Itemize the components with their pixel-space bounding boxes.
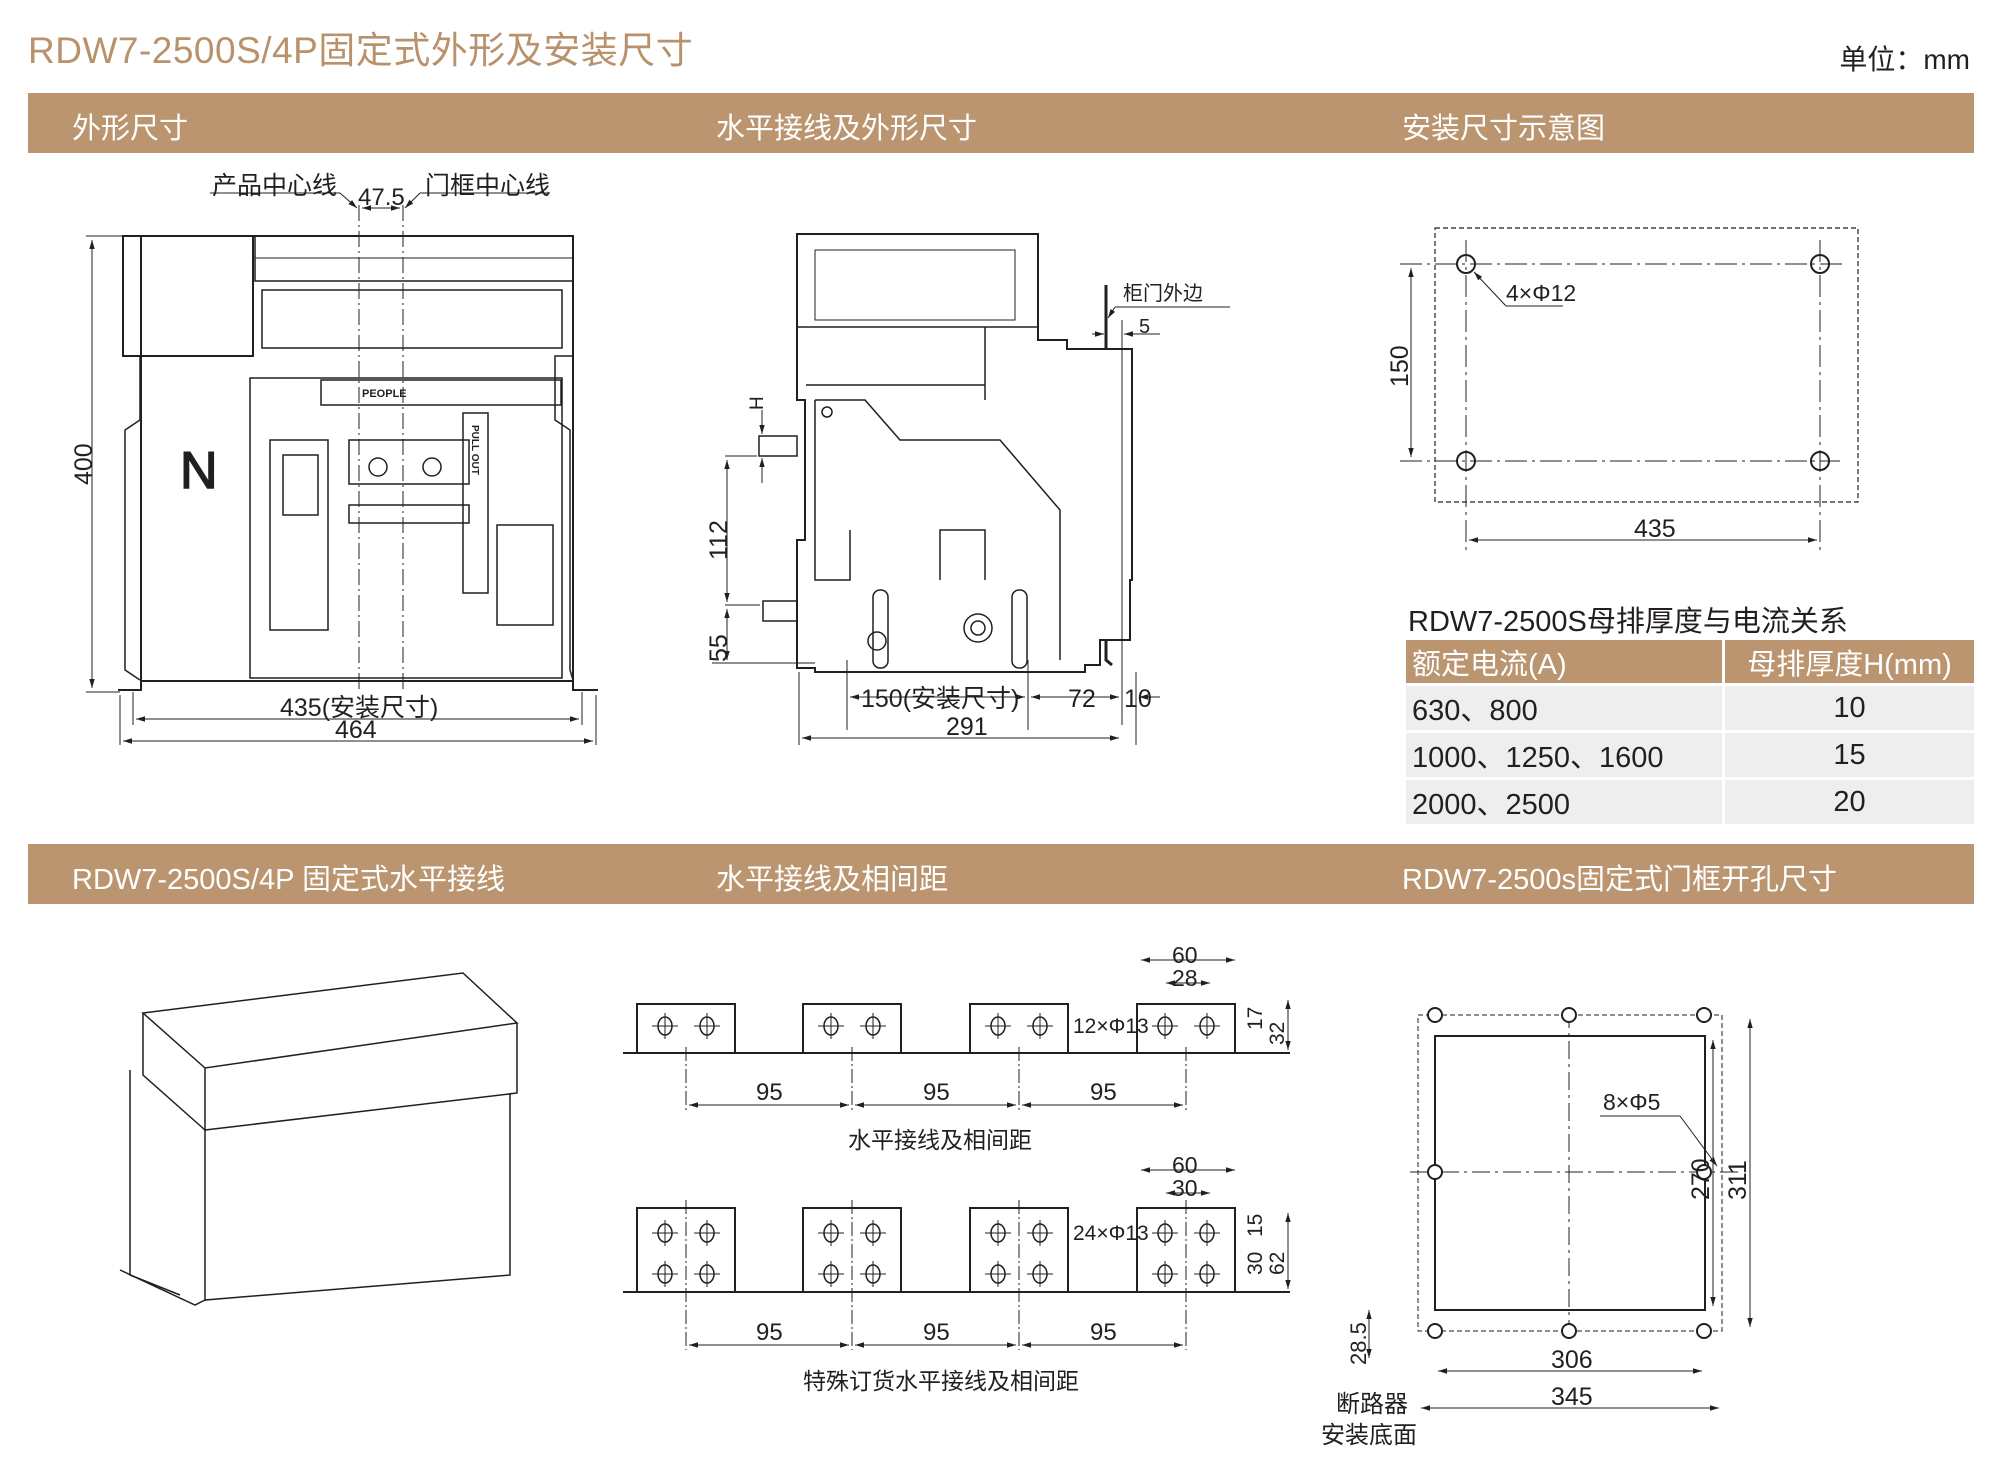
table-cell: 10 <box>1725 686 1974 730</box>
mount-hole <box>1810 451 1830 471</box>
cutout-base-label-2: 安装底面 <box>1321 1422 1417 1449</box>
table-cell: 15 <box>1725 733 1974 777</box>
cutout-hole <box>1427 1323 1443 1339</box>
busbar-table-caption: RDW7-2500S母排厚度与电流关系 <box>1408 606 1848 638</box>
table-header-row: 额定电流(A) 母排厚度H(mm) <box>1406 640 1974 683</box>
table-cell: 20 <box>1725 780 1974 824</box>
pitch-dim: 95 <box>756 1079 783 1106</box>
section-title-outline: 外形尺寸 <box>72 113 189 145</box>
phase-spacing-standard <box>623 957 1291 1110</box>
standard-width-dim: 60 <box>1172 942 1198 968</box>
mounting-drawing <box>1400 227 1859 550</box>
standard-holes-label: 12×Φ13 <box>1073 1015 1149 1038</box>
busbar-bottom-dim: 55 <box>705 634 733 662</box>
cutout-base-label-1: 断路器 <box>1336 1391 1408 1418</box>
table-row: 1000、1250、1600 15 <box>1406 733 1974 777</box>
cutout-inner-height-dim: 270 <box>1687 1158 1715 1200</box>
pitch-dim: 95 <box>923 1079 950 1106</box>
table-row: 630、800 10 <box>1406 686 1974 730</box>
cutout-hole <box>1696 1323 1712 1339</box>
section-bar-top: 外形尺寸 水平接线及外形尺寸 安装尺寸示意图 <box>28 93 1974 153</box>
handle-label: PULL OUT <box>469 425 480 475</box>
page-title: RDW7-2500S/4P固定式外形及安装尺寸 <box>28 30 694 71</box>
mount-holes-label: 4×Φ12 <box>1506 280 1576 306</box>
pole-label: N <box>180 442 218 500</box>
panel-offset-dim: 10 <box>1124 685 1152 713</box>
section-title-horizontal-wiring: RDW7-2500S/4P 固定式水平接线 <box>72 864 505 896</box>
phase-spacing-special <box>623 1167 1291 1350</box>
side-view-drawing <box>712 233 1230 745</box>
table-cell: 630、800 <box>1406 686 1722 730</box>
side-vents <box>814 249 1016 321</box>
section-bar-bottom: RDW7-2500S/4P 固定式水平接线 水平接线及相间距 RDW7-2500… <box>28 844 1974 904</box>
section-title-phase-spacing: 水平接线及相间距 <box>716 864 949 896</box>
isometric-breaker-drawing <box>119 972 519 1306</box>
special-width-dim: 60 <box>1172 1152 1198 1178</box>
standard-hole-spacing-dim: 28 <box>1172 965 1198 991</box>
offset-dim: 47.5 <box>358 184 405 211</box>
pitch-dim: 95 <box>923 1319 950 1346</box>
busbar <box>1136 1003 1236 1054</box>
mount-hole <box>1810 254 1830 274</box>
section-title-mounting: 安装尺寸示意图 <box>1402 113 1606 145</box>
door-cutout-drawing <box>1366 1007 1753 1411</box>
door-gap-dim: 5 <box>1139 316 1150 338</box>
mount-hole <box>1456 254 1476 274</box>
standard-hole-offset-dim: 17 <box>1244 1007 1267 1030</box>
pitch-dim: 95 <box>1090 1079 1117 1106</box>
special-caption: 特殊订货水平接线及相间距 <box>803 1368 1079 1394</box>
height-dim: 400 <box>70 443 98 485</box>
front-depth-dim: 72 <box>1068 685 1096 713</box>
table-header: 母排厚度H(mm) <box>1725 640 1974 683</box>
cutout-outer-width-dim: 345 <box>1551 1383 1593 1411</box>
standard-height-dim: 32 <box>1266 1022 1289 1045</box>
special-hole-offset-dim: 15 <box>1244 1214 1267 1237</box>
cutout-hole <box>1427 1164 1443 1180</box>
front-view-drawing: PEOPLE PULL OUT N <box>86 192 598 745</box>
busbar <box>636 1003 736 1054</box>
overall-depth-dim: 291 <box>946 713 988 741</box>
table-cell: 2000、2500 <box>1406 780 1722 824</box>
busbar-table: 额定电流(A) 母排厚度H(mm) 630、800 10 1000、1250、1… <box>1403 637 1977 827</box>
mount-vertical-dim: 150 <box>1386 345 1414 387</box>
pitch-dim: 95 <box>756 1319 783 1346</box>
special-hole-vspacing-dim: 30 <box>1244 1252 1267 1275</box>
overall-width-dim: 464 <box>335 716 377 744</box>
table-row: 2000、2500 20 <box>1406 780 1974 824</box>
busbar <box>969 1003 1069 1054</box>
unit-label: 单位：mm <box>1839 44 1970 75</box>
special-holes-label: 24×Φ13 <box>1073 1222 1149 1245</box>
special-hole-spacing-dim: 30 <box>1172 1175 1198 1201</box>
door-edge-label: 柜门外边 <box>1123 282 1203 305</box>
section-title-door-cutout: RDW7-2500s固定式门框开孔尺寸 <box>1402 864 1838 896</box>
install-depth-dim: 150(安装尺寸) <box>861 685 1019 713</box>
pitch-dim: 95 <box>1090 1319 1117 1346</box>
table-cell: 1000、1250、1600 <box>1406 733 1722 777</box>
cutout-hole <box>1696 1007 1712 1023</box>
brand-label: PEOPLE <box>362 388 407 400</box>
busbar <box>802 1003 902 1054</box>
section-title-side-wiring: 水平接线及外形尺寸 <box>716 113 978 145</box>
cutout-hole <box>1427 1007 1443 1023</box>
cutout-inner-width-dim: 306 <box>1551 1346 1593 1374</box>
cutout-hole <box>1561 1007 1577 1023</box>
busbar-thickness-dim: H <box>747 396 768 410</box>
cutout-outer-height-dim: 311 <box>1724 1160 1752 1200</box>
special-height-dim: 62 <box>1266 1252 1289 1275</box>
cutout-base-offset-dim: 28.5 <box>1346 1322 1371 1365</box>
mount-horizontal-dim: 435 <box>1634 515 1676 543</box>
cutout-hole <box>1561 1323 1577 1339</box>
mount-hole <box>1456 451 1476 471</box>
product-centerline-label: 产品中心线 <box>212 172 337 200</box>
install-width-dim: 435(安装尺寸) <box>280 694 438 722</box>
table-header: 额定电流(A) <box>1406 640 1722 683</box>
busbar-spacing-dim: 112 <box>705 520 733 560</box>
door-centerline-label: 门框中心线 <box>425 172 550 200</box>
cutout-holes-label: 8×Φ5 <box>1603 1089 1660 1115</box>
standard-caption: 水平接线及相间距 <box>848 1127 1032 1153</box>
